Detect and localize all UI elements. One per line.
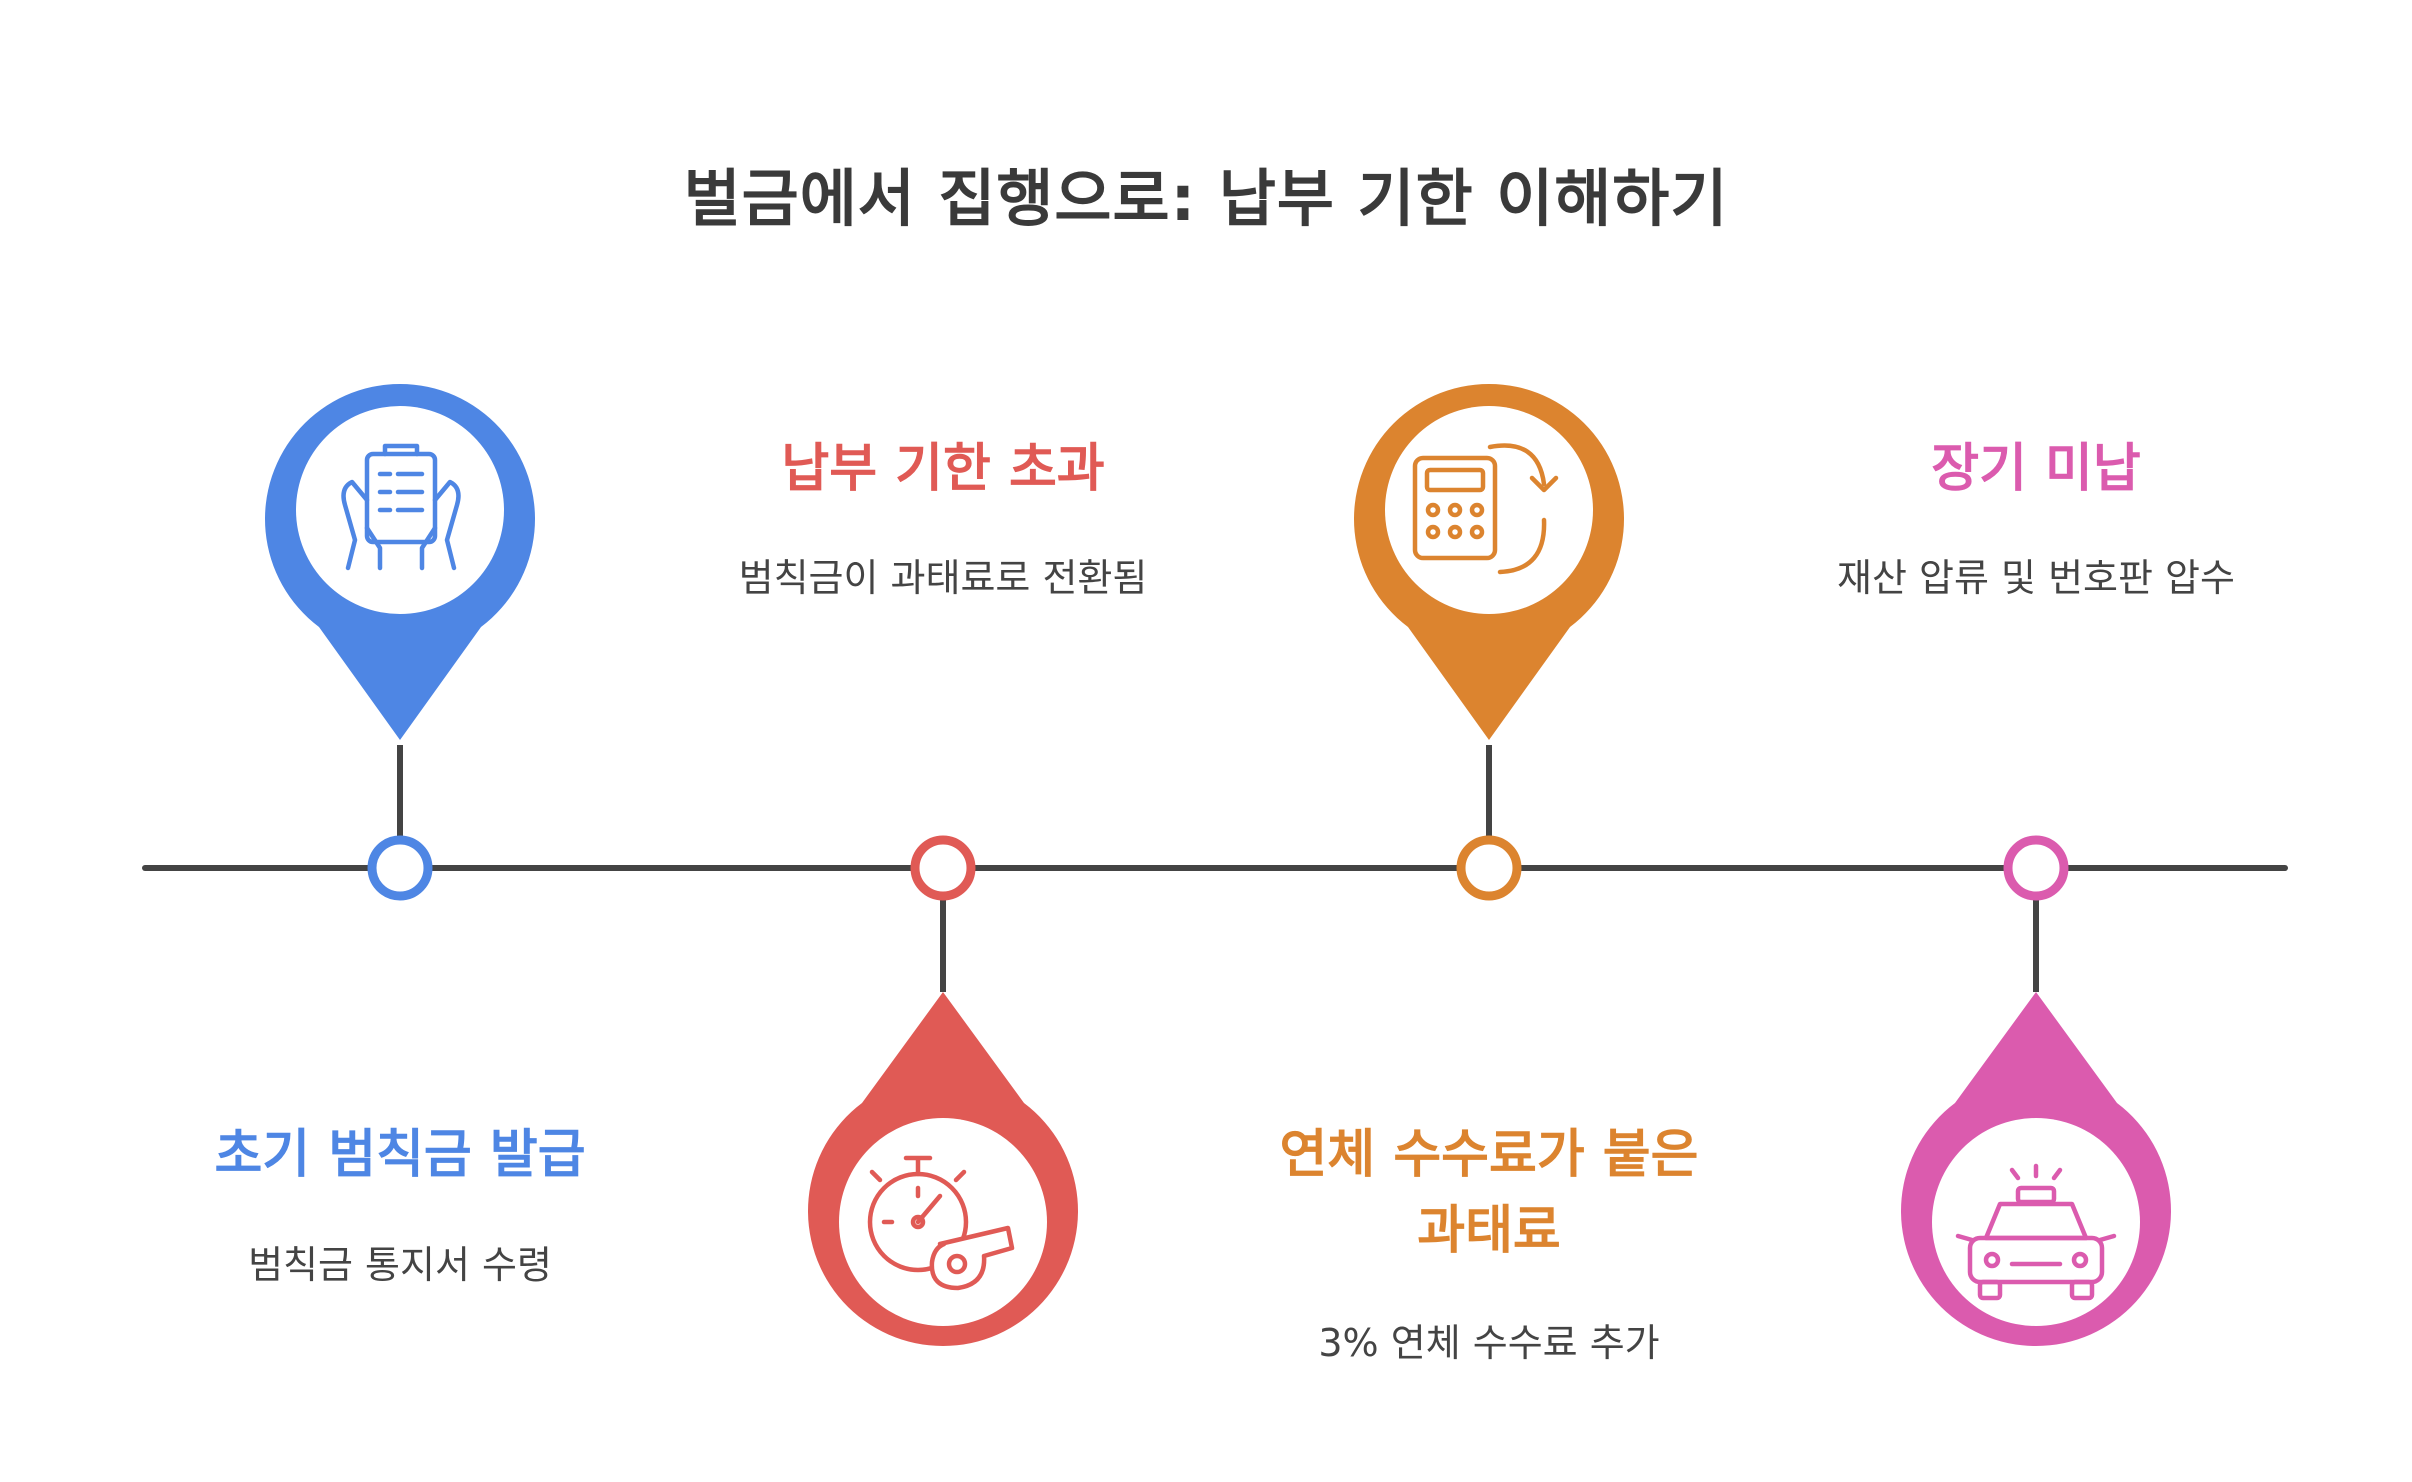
pin-orange <box>1354 384 1624 740</box>
timeline-node-4 <box>2003 835 2069 901</box>
timeline-node-2 <box>910 835 976 901</box>
timeline-node-3 <box>1456 835 1522 901</box>
stage-4-desc: 재산 압류 및 번호판 압수 <box>1837 556 2235 600</box>
pin-red <box>808 992 1078 1346</box>
document-hands-icon <box>341 443 461 571</box>
stage-1-label: 초기 범칙금 발급 <box>214 1125 586 1185</box>
calculator-cycle-icon <box>1412 443 1559 575</box>
police-car-icon <box>1955 1163 2117 1301</box>
timeline-node-1 <box>367 835 433 901</box>
stage-3-label: 연체 수수료가 붙은 과태료 <box>1279 1125 1699 1261</box>
stage-4-label: 장기 미납 <box>1931 439 2141 499</box>
stage-2-desc: 범칙금이 과태료로 전환됨 <box>738 556 1148 600</box>
pin-blue <box>265 384 535 740</box>
stopwatch-whistle-icon <box>867 1155 1015 1291</box>
page-title: 벌금에서 집행으로: 납부 기한 이해하기 <box>683 162 1729 235</box>
stage-2-label: 납부 기한 초과 <box>781 439 1105 499</box>
stage-3-desc: 3% 연체 수수료 추가 <box>1318 1321 1660 1365</box>
stage-1-desc: 범칙금 통지서 수령 <box>248 1243 552 1287</box>
